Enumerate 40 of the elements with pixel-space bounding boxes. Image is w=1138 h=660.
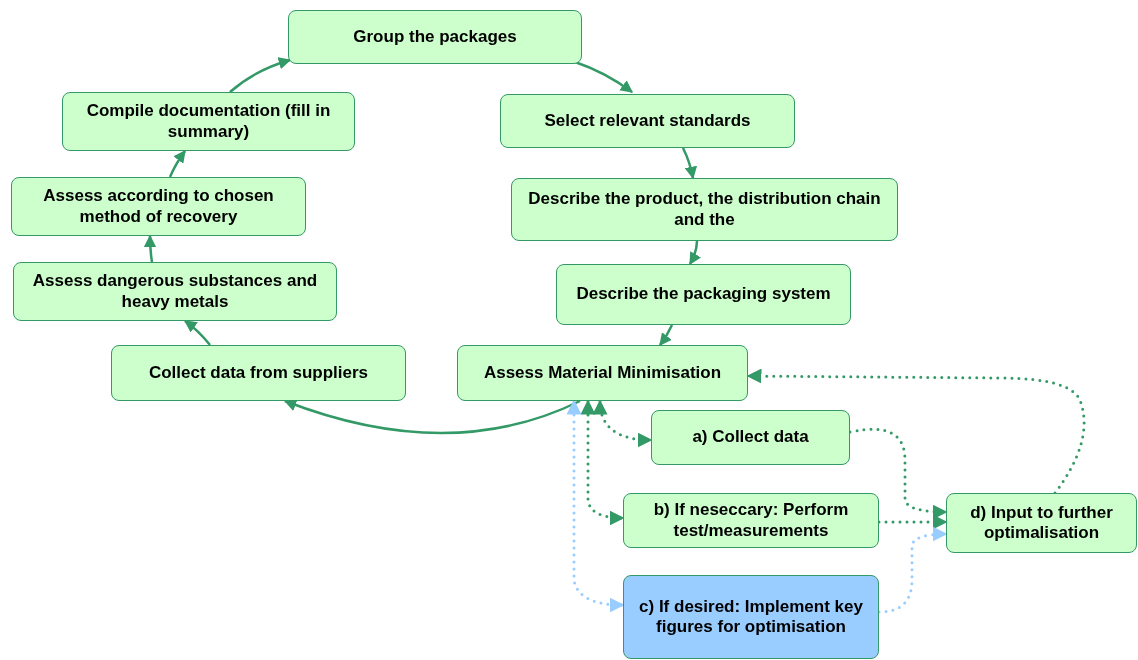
process-box (946, 493, 1137, 553)
box-label: Assess according to chosen method of recovery (42, 186, 275, 227)
dotted-arrow (593, 399, 653, 448)
process-box (62, 92, 355, 151)
box-label: Collect data from suppliers (148, 362, 369, 384)
box-label: Assess Material Minimisation (483, 362, 722, 384)
process-box (556, 264, 851, 325)
arrow (659, 324, 674, 346)
process-box (13, 262, 337, 321)
arrow (688, 240, 701, 266)
arrow (143, 234, 157, 263)
process-box (11, 177, 306, 236)
dotted-arrow (877, 514, 948, 530)
box-label: d) Input to further optimalisation (969, 502, 1114, 544)
box-label: Compile documentation (fill in summary) (85, 101, 332, 142)
process-box (623, 493, 879, 548)
arrow (229, 57, 292, 93)
arrow (168, 150, 186, 178)
arrow (681, 147, 697, 180)
process-box (511, 178, 898, 241)
process-box (623, 575, 879, 659)
box-label: a) Collect data (692, 427, 809, 448)
process-box (288, 10, 582, 64)
box-label: Describe the packaging system (576, 284, 831, 305)
box-label: c) If desired: Implement key figures for optimisation (638, 596, 864, 638)
box-label: Group the packages (353, 26, 517, 48)
process-box (111, 345, 406, 401)
dotted-arrow (580, 399, 625, 526)
dotted-arrow (746, 368, 1086, 495)
process-box (500, 94, 795, 148)
process-box (457, 345, 748, 401)
box-label: Describe the product, the distribution chain and the (527, 189, 882, 230)
process-box (651, 410, 850, 465)
dotted-arrow (848, 427, 948, 520)
arrow (184, 320, 211, 346)
box-label: Assess dangerous substances and heavy metals (31, 271, 319, 312)
box-label: b) If neseccary: Perform test/measurements (652, 500, 850, 541)
dotted-arrow (877, 526, 948, 614)
dotted-arrow (566, 399, 625, 613)
box-label: Select relevant standards (544, 110, 751, 132)
